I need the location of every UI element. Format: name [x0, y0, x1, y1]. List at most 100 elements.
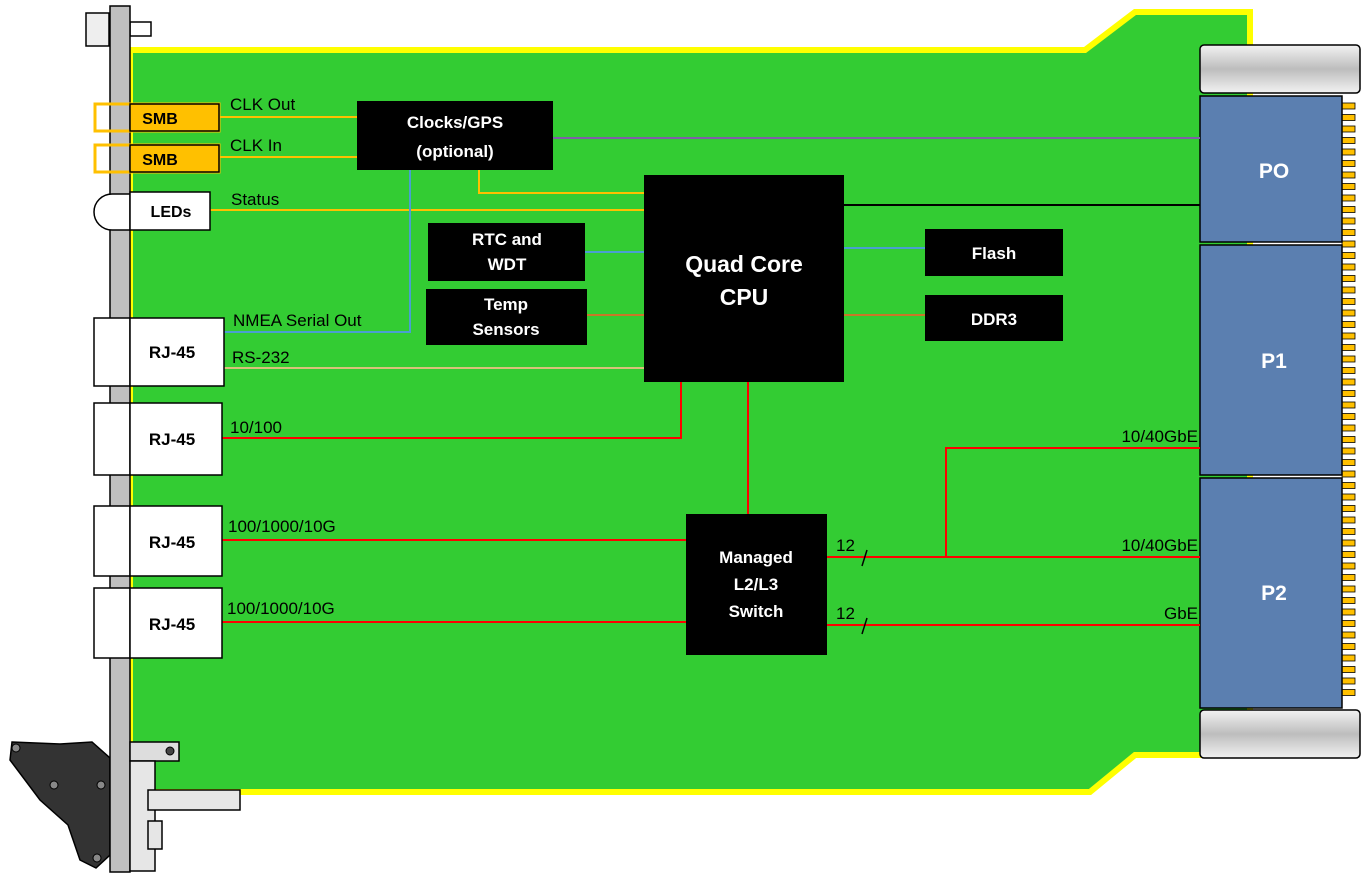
connector-pin: [1341, 401, 1356, 409]
sensors-label: Sensors: [472, 320, 539, 339]
top-latch: [1199, 44, 1361, 94]
connector-pin: [1341, 631, 1356, 639]
cpu-label-line1: Quad Core: [685, 251, 803, 277]
connector-pin: [1341, 332, 1356, 340]
rj45-4-label: RJ-45: [149, 615, 195, 634]
trace-nmea: [224, 170, 411, 333]
connector-pin: [1341, 114, 1356, 121]
rj45-3: [129, 505, 223, 577]
ddr3-label: DDR3: [971, 310, 1017, 329]
label-clk-in: CLK In: [230, 136, 282, 155]
trace-clocks-cpu: [478, 170, 644, 194]
bus-slash-1: [861, 549, 868, 567]
connector-pin: [1341, 102, 1356, 110]
ejector-pin: [11, 743, 21, 753]
connector-pin: [1341, 194, 1356, 202]
connector-pin: [1341, 413, 1356, 420]
ddr3-block: [925, 295, 1063, 341]
rj45-2: [129, 402, 223, 476]
connector-pin: [1341, 229, 1356, 236]
ejector-rod: [147, 789, 241, 811]
label-eth-b: 100/1000/10G: [227, 599, 335, 618]
connector-pin: [1341, 424, 1356, 432]
connector-pin: [1341, 160, 1356, 167]
connector-pin: [1341, 643, 1356, 650]
connector-pin: [1341, 493, 1356, 501]
label-eth-a: 100/1000/10G: [228, 517, 336, 536]
label-rs232: RS-232: [232, 348, 290, 367]
connector-pin: [1341, 677, 1356, 685]
connector-pin: [1341, 148, 1356, 156]
bottom-latch: [1199, 709, 1361, 759]
connector-p0-label: PO: [1259, 160, 1289, 183]
trace-10-100: [222, 382, 682, 439]
connector-pin: [1341, 574, 1356, 581]
connector-pin: [1341, 597, 1356, 604]
ejector-pin: [92, 853, 102, 863]
flash-block: [925, 229, 1063, 276]
connector-pin: [1341, 286, 1356, 294]
connector-pin: [1341, 125, 1356, 133]
clocks-gps-block: [357, 101, 553, 170]
connector-pin: [1341, 390, 1356, 397]
label-link-p1: 10/40GbE: [1121, 427, 1198, 446]
connector-pin: [1341, 585, 1356, 593]
label-link-p2b: GbE: [1164, 604, 1198, 623]
label-nmea: NMEA Serial Out: [233, 311, 362, 330]
smb-2-label: SMB: [142, 152, 178, 169]
ejector-pin: [165, 746, 175, 756]
connector-p1-label: P1: [1261, 350, 1287, 373]
connector-pin: [1341, 240, 1356, 248]
connector-pin: [1341, 367, 1356, 374]
connector-pin: [1341, 217, 1356, 225]
connector-pin: [1341, 608, 1356, 616]
connector-pin: [1341, 654, 1356, 662]
connector-pins: [1341, 102, 1356, 696]
label-clk-out: CLK Out: [230, 95, 295, 114]
label-link-p2a: 10/40GbE: [1121, 536, 1198, 555]
connector-pin: [1341, 505, 1356, 512]
connector-pin: [1341, 137, 1356, 144]
connector-pin: [1341, 528, 1356, 535]
connector-pin: [1341, 482, 1356, 489]
connector-pin: [1341, 689, 1356, 696]
switch-block: [686, 514, 827, 655]
smb-connector-1: [129, 103, 220, 132]
temp-sensors-block: [426, 289, 587, 345]
rj45-2-plug: [93, 402, 131, 476]
connector-pin: [1341, 183, 1356, 190]
rtc-wdt-block: [428, 223, 585, 281]
switch-label-line3: Switch: [729, 602, 784, 621]
rj45-3-label: RJ-45: [149, 533, 195, 552]
connector-pin: [1341, 378, 1356, 386]
ejector-pin: [49, 780, 59, 790]
wdt-label: WDT: [488, 255, 527, 274]
led-lens: [93, 193, 131, 231]
connector-pin: [1341, 252, 1356, 259]
panel-screw-head: [85, 12, 110, 47]
leds-block: [129, 191, 211, 231]
connector-pin: [1341, 344, 1356, 351]
connector-pin: [1341, 263, 1356, 271]
connector-pin: [1341, 551, 1356, 558]
flash-label: Flash: [972, 244, 1016, 263]
temp-label: Temp: [484, 295, 528, 314]
clocks-optional-label: (optional): [416, 142, 493, 161]
connector-p2: [1199, 477, 1343, 709]
rj45-4: [129, 587, 223, 659]
label-status: Status: [231, 190, 279, 209]
connector-pin: [1341, 275, 1356, 282]
rj45-2-label: RJ-45: [149, 430, 195, 449]
connector-pin: [1341, 539, 1356, 547]
connector-p1: [1199, 244, 1343, 476]
smb-connector-2: [129, 144, 220, 173]
panel-screw-shaft: [129, 21, 152, 37]
label-10-100: 10/100: [230, 418, 282, 437]
label-lanes-2: 12: [836, 604, 855, 623]
pcb-board: [127, 9, 1253, 795]
ejector-bracket-arm: [129, 760, 156, 872]
ejector-handle: [9, 741, 111, 869]
trace-switch-p1: [945, 447, 1200, 557]
rj45-1-label: RJ-45: [149, 343, 195, 362]
